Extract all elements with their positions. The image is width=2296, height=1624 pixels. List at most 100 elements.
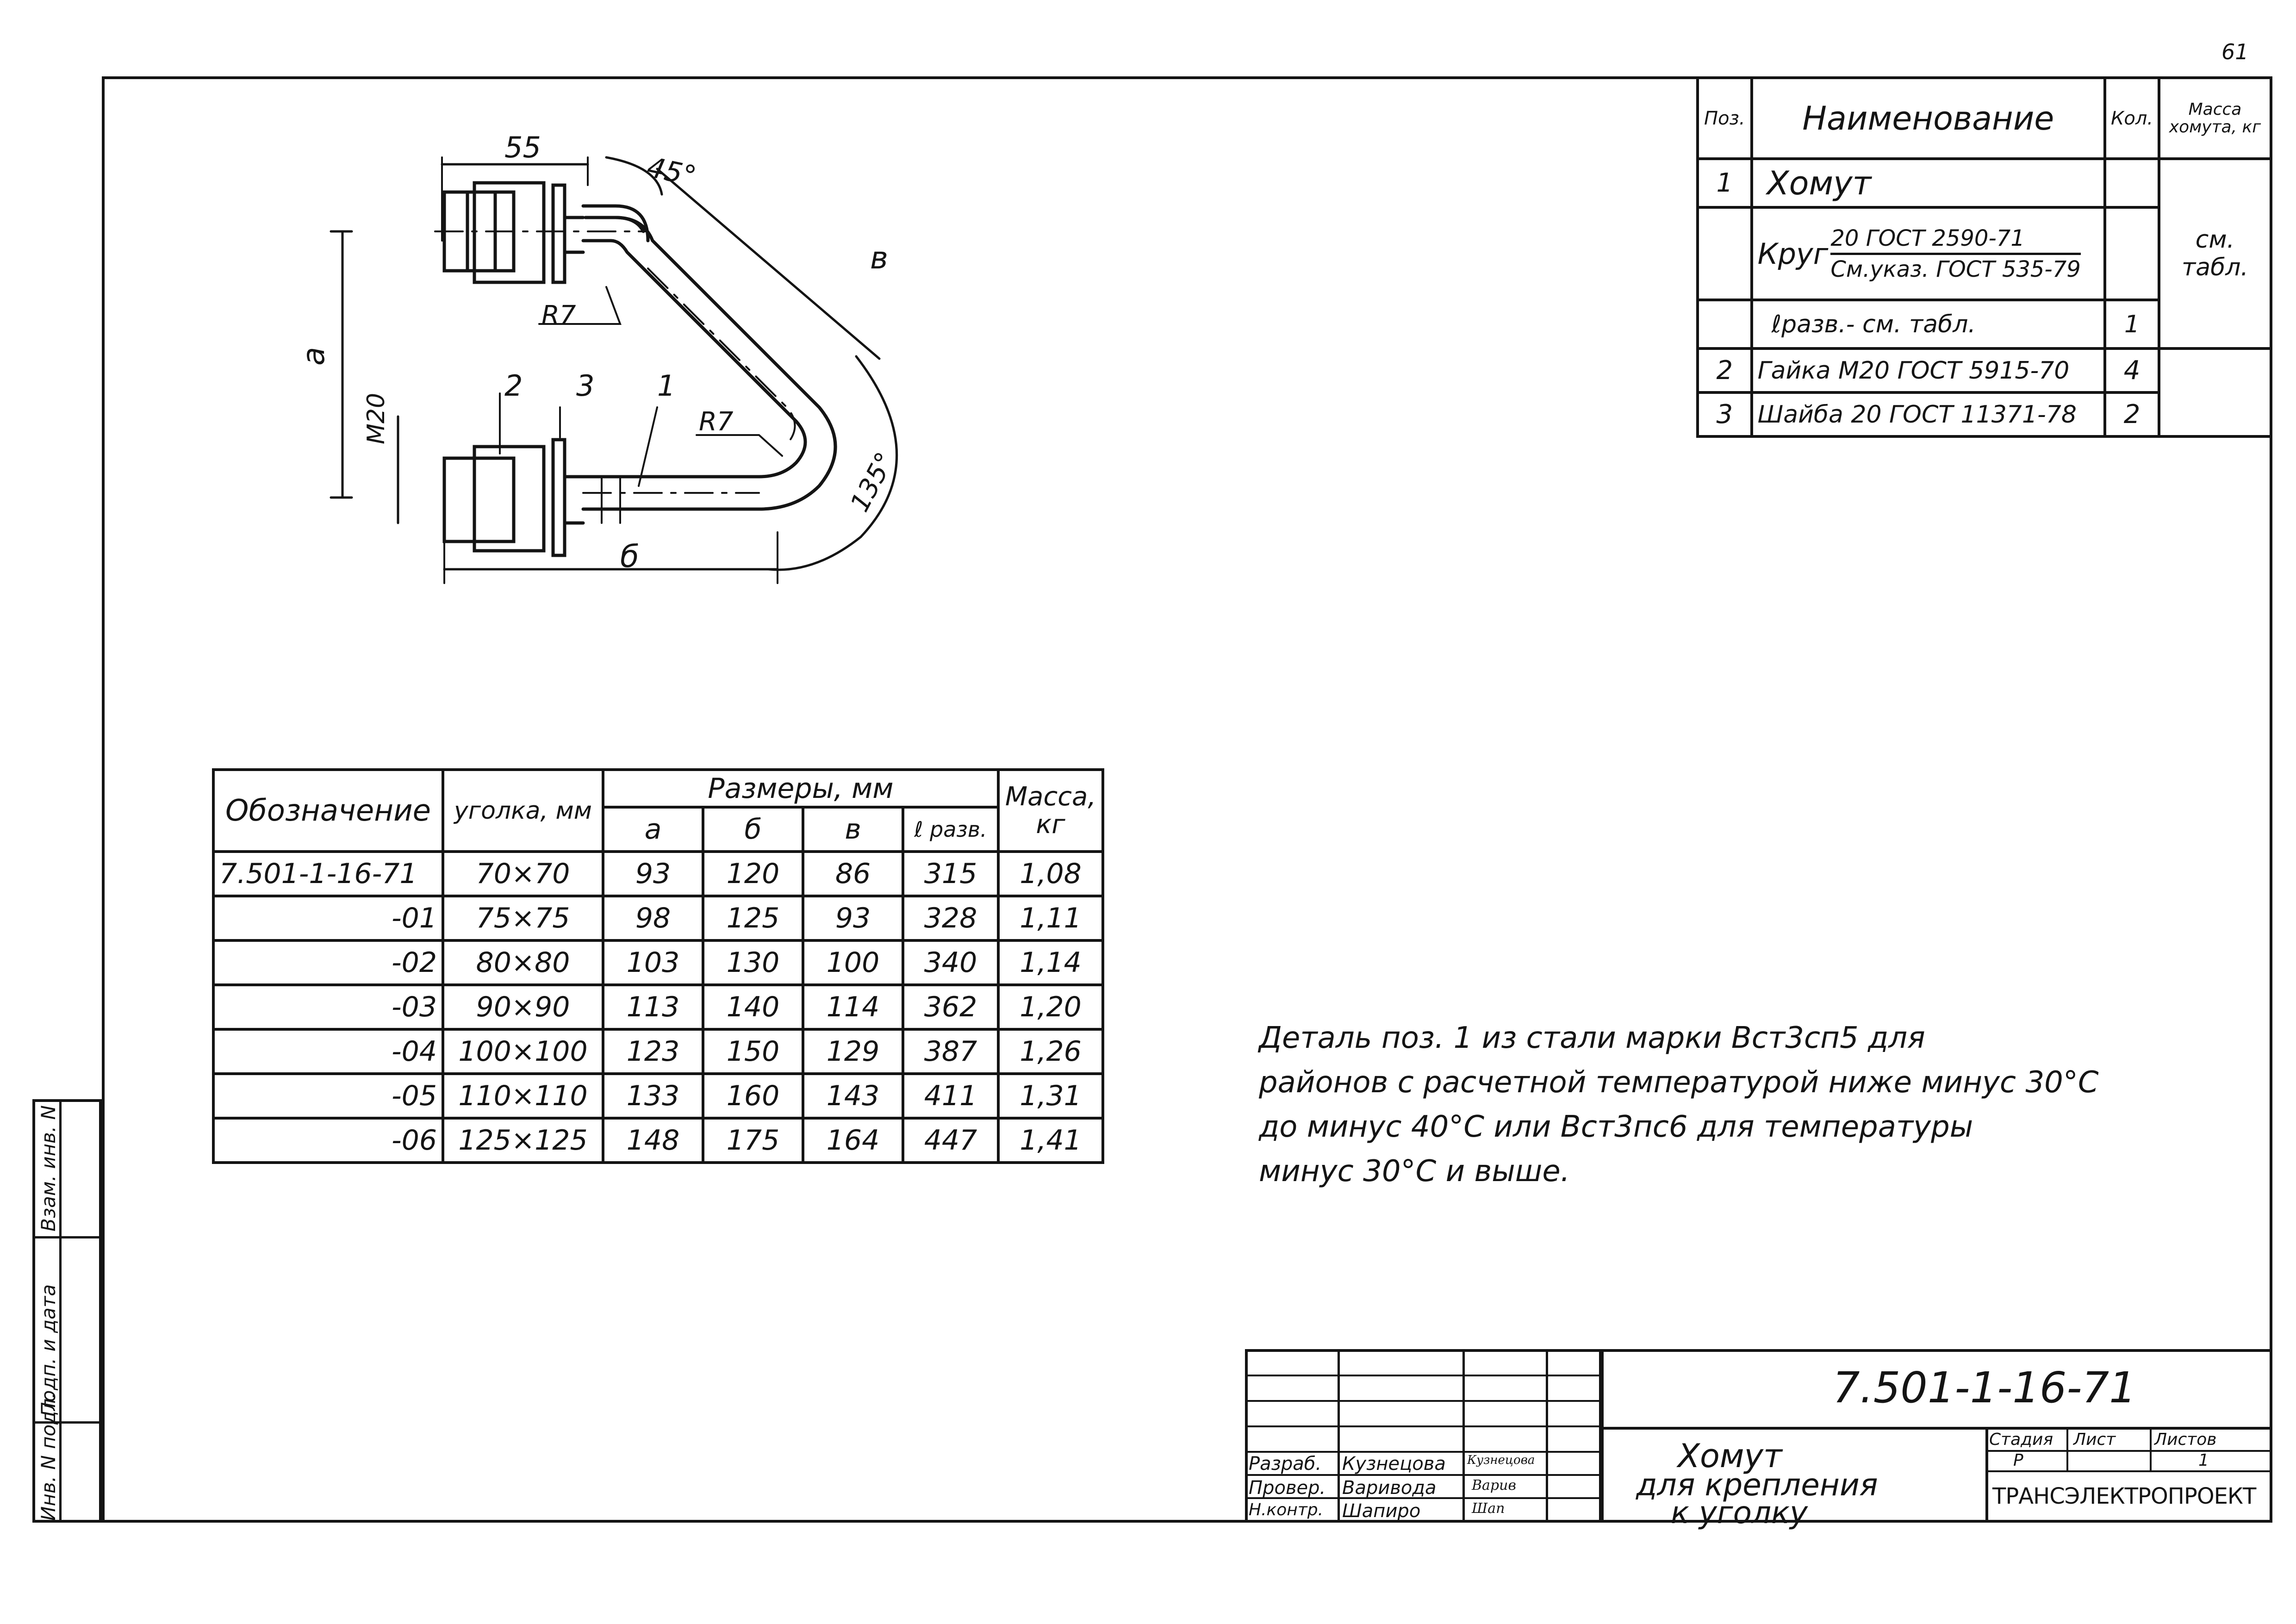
spec-header-name: Наименование: [1750, 76, 2107, 160]
thread-label: M20: [362, 393, 390, 444]
dims-cell-angle: 125×125: [442, 1117, 604, 1164]
spec-round-fraction: 20 ГОСТ 2590-71 См.указ. ГОСТ 535-79: [1830, 224, 2081, 284]
dims-cell-l: 328: [902, 895, 1000, 942]
dims-cell-designation: -06: [212, 1117, 444, 1164]
table-row: -03 90×90 113 140 114 362 1,20: [212, 983, 1104, 1031]
organization-name: ТРАНСЭЛЕКТРОПРОЕКТ: [1992, 1483, 2256, 1509]
dims-cell-b: 120: [702, 850, 804, 897]
dims-cell-mass: 1,26: [997, 1028, 1104, 1075]
dims-cell-v: 129: [802, 1028, 904, 1075]
spec-header-pos: Поз.: [1696, 76, 1753, 160]
spec-row-qty: [2103, 157, 2160, 209]
dims-cell-mass: 1,11: [997, 895, 1104, 942]
side-stamp-divider: [59, 1102, 62, 1520]
dims-cell-designation: 7.501-1-16-71: [212, 850, 444, 897]
dims-cell-a: 103: [602, 939, 704, 986]
dims-sub-b: б: [702, 806, 804, 853]
note-line: минус 30°С и выше.: [1259, 1154, 1570, 1188]
name-norm-control: Шапиро: [1342, 1500, 1421, 1522]
table-row: 7.501-1-16-71 70×70 93 120 86 315 1,08: [212, 850, 1104, 897]
table-row: -02 80×80 103 130 100 340 1,14: [212, 939, 1104, 986]
dims-cell-angle: 80×80: [442, 939, 604, 986]
spec-row-qty: 2: [2103, 391, 2160, 438]
spec-row-qty: [2103, 206, 2160, 301]
dims-cell-v: 164: [802, 1117, 904, 1164]
sheet-number: 61: [2221, 39, 2249, 64]
dims-sub-l: ℓ разв.: [902, 806, 1000, 853]
dims-sub-a: а: [602, 806, 704, 853]
dim-a-label: a: [296, 347, 331, 366]
dims-header-angle: уголка, мм: [442, 768, 604, 853]
name-developer: Кузнецова: [1342, 1453, 1446, 1475]
spec-row-mass: см. табл.: [2157, 157, 2273, 350]
dims-cell-angle: 90×90: [442, 983, 604, 1031]
side-stamp-row-divider: [35, 1421, 99, 1424]
signature-checker: Варив: [1472, 1477, 1516, 1493]
spec-row-name: Шайба 20 ГОСТ 11371-78: [1750, 391, 2107, 438]
specification-table: Поз. Наименование Кол. Масса хомута, кг …: [1696, 76, 2273, 438]
spec-row-name: ℓразв.- см. табл.: [1750, 299, 2107, 350]
dims-cell-b: 175: [702, 1117, 804, 1164]
side-stamp-row-divider: [35, 1236, 99, 1238]
dims-cell-mass: 1,08: [997, 850, 1104, 897]
sheet-label: Лист: [2073, 1430, 2116, 1449]
dims-cell-a: 93: [602, 850, 704, 897]
spec-row-pos: 2: [1696, 347, 1753, 394]
dims-cell-b: 130: [702, 939, 804, 986]
dims-cell-a: 113: [602, 983, 704, 1031]
dims-cell-designation: -02: [212, 939, 444, 986]
dims-cell-angle: 110×110: [442, 1072, 604, 1120]
dims-cell-v: 114: [802, 983, 904, 1031]
spec-row-pos: [1696, 299, 1753, 350]
dims-cell-angle: 100×100: [442, 1028, 604, 1075]
spec-row-qty: 1: [2103, 299, 2160, 350]
dims-cell-v: 100: [802, 939, 904, 986]
note-line: Деталь поз. 1 из стали марки Вст3сп5 для: [1259, 1021, 1925, 1055]
clamp-outline: [581, 239, 807, 479]
spec-round-prefix: Круг: [1757, 236, 1829, 271]
dims-cell-a: 123: [602, 1028, 704, 1075]
dims-cell-l: 447: [902, 1117, 1000, 1164]
dims-cell-b: 125: [702, 895, 804, 942]
note-line: до минус 40°С или Вст3пс6 для температур…: [1259, 1110, 1973, 1144]
dims-cell-l: 315: [902, 850, 1000, 897]
table-row: -06 125×125 148 175 164 447 1,41: [212, 1117, 1104, 1164]
role-checker: Провер.: [1249, 1477, 1326, 1499]
dims-cell-a: 133: [602, 1072, 704, 1120]
dim-b-label: б: [620, 539, 639, 574]
spec-row-qty: 4: [2103, 347, 2160, 394]
spec-round-numerator: 20 ГОСТ 2590-71: [1830, 224, 2081, 255]
signature-developer: Кузнецова: [1467, 1453, 1535, 1467]
dims-cell-angle: 70×70: [442, 850, 604, 897]
stage-value: Р: [2013, 1451, 2023, 1470]
callout-3: 3: [576, 369, 594, 403]
dim-55-label: 55: [504, 131, 541, 164]
dims-cell-angle: 75×75: [442, 895, 604, 942]
drawing-frame: [102, 76, 2272, 1523]
radius-top-label: R7: [541, 300, 576, 330]
dims-cell-b: 160: [702, 1072, 804, 1120]
callout-2: 2: [504, 369, 523, 403]
name-checker: Варивода: [1342, 1477, 1437, 1499]
dims-cell-mass: 1,20: [997, 983, 1104, 1031]
title-line-1: Хомут: [1678, 1437, 1782, 1475]
dims-cell-mass: 1,31: [997, 1072, 1104, 1120]
dims-header-mass: Масса, кг: [997, 768, 1104, 853]
radius-bottom-label: R7: [699, 407, 734, 437]
dims-header-sizes: Размеры, мм: [602, 768, 1000, 809]
title-line-3: к уголку: [1671, 1495, 1808, 1531]
dims-cell-b: 150: [702, 1028, 804, 1075]
dims-cell-designation: -03: [212, 983, 444, 1031]
dims-sub-v: в: [802, 806, 904, 853]
stage-label: Стадия: [1989, 1430, 2053, 1449]
dims-cell-mass: 1,41: [997, 1117, 1104, 1164]
dims-cell-designation: -04: [212, 1028, 444, 1075]
sheets-label: Листов: [2154, 1430, 2217, 1449]
document-code: 7.501-1-16-71: [1833, 1363, 2136, 1412]
role-developer: Разраб.: [1249, 1453, 1322, 1475]
title-line-2: для крепления: [1636, 1467, 1878, 1503]
role-norm-control: Н.контр.: [1249, 1500, 1324, 1519]
dims-cell-mass: 1,14: [997, 939, 1104, 986]
